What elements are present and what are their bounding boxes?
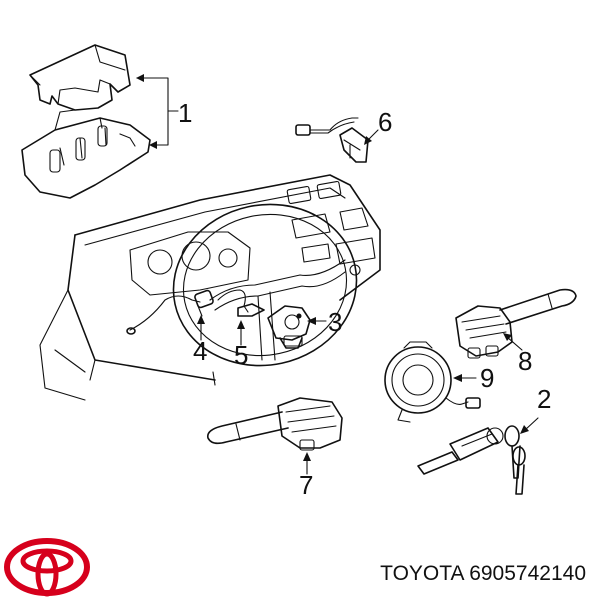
combination-switch-right: [455, 288, 577, 359]
combination-switch-left: [206, 397, 343, 451]
callout-3-arrow: [307, 317, 316, 325]
wire-harness: [295, 117, 369, 163]
callout-2-arrow: [520, 425, 529, 434]
lock-cylinder: [417, 427, 504, 475]
callout-5-arrow: [237, 320, 245, 329]
toyota-logo-icon: [4, 538, 90, 597]
spiral-cable: [384, 341, 481, 423]
callout-number-2: 2: [537, 384, 551, 414]
wire-connector: [217, 289, 265, 317]
callout-6-arrow: [364, 136, 372, 145]
callout-number-4: 4: [193, 336, 207, 366]
callout-number-7: 7: [299, 470, 313, 500]
callout-8-arrow: [503, 333, 512, 341]
callout-7-arrow: [303, 452, 311, 461]
dashboard: [39, 174, 381, 401]
callout-8-leader: [506, 336, 523, 351]
callout-1-leader: [136, 74, 179, 149]
callout-number-6: 6: [378, 107, 392, 137]
callout-9-arrow: [453, 374, 462, 382]
callout-number-9: 9: [480, 363, 494, 393]
callout-number-8: 8: [518, 346, 532, 376]
steering-wheel: [172, 203, 358, 367]
callout-2-leader: [524, 417, 539, 431]
part-number-label: TOYOTA 6905742140: [380, 562, 586, 585]
callout-4-arrow: [197, 315, 205, 324]
sensor-switch: [126, 289, 214, 335]
column-cover-lower: [21, 109, 151, 199]
callout-number-1: 1: [178, 98, 192, 128]
key-set: [504, 425, 526, 495]
callout-number-3: 3: [328, 307, 342, 337]
ignition-switch-body: [267, 305, 311, 349]
column-cover-upper: [29, 44, 131, 111]
callout-number-5: 5: [234, 340, 248, 370]
